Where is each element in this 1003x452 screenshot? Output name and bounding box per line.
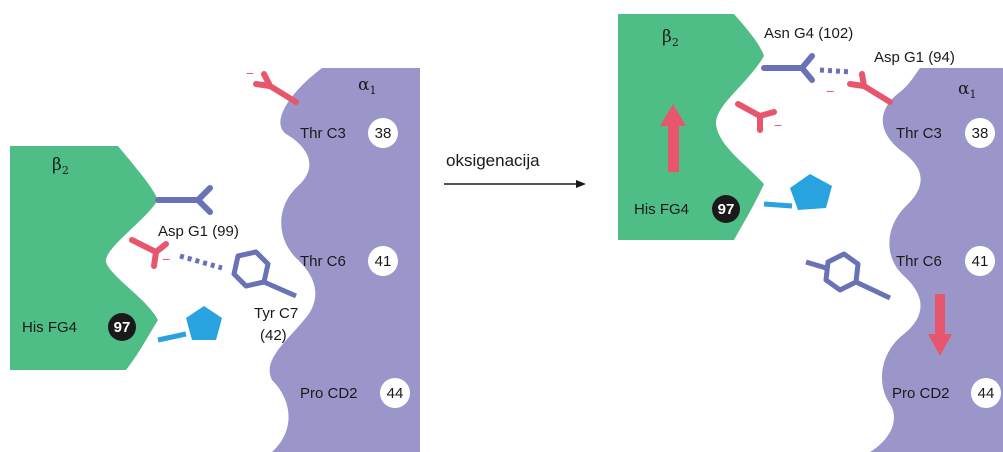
oxygenation-arrow-label: oksigenacija [446, 151, 540, 170]
left-asp-charge: − [162, 251, 170, 267]
left-tyr-label-1: Tyr C7 [254, 305, 298, 322]
left-his-label: His FG4 [22, 319, 77, 336]
left-his-number-badge [108, 313, 136, 341]
left-his-number: 97 [114, 319, 131, 336]
right-thr41-number: 41 [972, 253, 989, 270]
left-thr41-badge [368, 246, 398, 276]
right-pro44-label: Pro CD2 [892, 385, 950, 402]
left-tyr-label-2: (42) [260, 327, 287, 344]
left-tyr-ring [231, 249, 298, 299]
left-pro44-badge [380, 378, 410, 408]
right-asp-charge: − [826, 83, 834, 99]
right-his-number: 97 [718, 201, 735, 218]
right-his-number-badge [712, 195, 740, 223]
right-thr38-number: 38 [972, 125, 989, 142]
left-thr38-number: 38 [375, 125, 392, 142]
left-asp-sidechain [129, 237, 169, 269]
right-beta2-up-arrow [660, 104, 686, 172]
oxygenation-arrow-head [576, 180, 586, 188]
right-pro44-badge [971, 378, 1001, 408]
left-beta2-subunit [10, 146, 158, 370]
right-beta-charge: − [774, 117, 782, 133]
right-thr38-badge [965, 118, 995, 148]
right-his-label: His FG4 [634, 201, 689, 218]
right-thr41-label: Thr C6 [896, 253, 942, 270]
left-thr38-badge [368, 118, 398, 148]
right-alpha1-down-arrow [928, 294, 952, 356]
right-asp-label: Asp G1 (94) [874, 49, 955, 66]
left-alpha1-label: α1 [358, 75, 376, 97]
left-beta2-label: β2 [52, 155, 69, 177]
right-thr38-label: Thr C3 [896, 125, 942, 142]
left-pro44-label: Pro CD2 [300, 385, 358, 402]
right-hbond [819, 67, 853, 75]
right-beta2-subunit [618, 14, 764, 240]
left-hbond [179, 253, 223, 271]
right-his-pentagon [790, 174, 832, 210]
left-thr41-number: 41 [375, 253, 392, 270]
left-blue-sidechain [155, 185, 213, 215]
left-thr41-label: Thr C6 [300, 253, 346, 270]
right-asn-label: Asn G4 (102) [764, 25, 853, 42]
right-beta2-label: β2 [662, 27, 679, 49]
left-pro44-number: 44 [387, 385, 404, 402]
right-pro44-number: 44 [978, 385, 995, 402]
left-asp-label: Asp G1 (99) [158, 223, 239, 240]
right-alpha1-label: α1 [958, 79, 976, 101]
right-beta-red-sidechain [735, 101, 777, 133]
left-his-pentagon [186, 306, 222, 340]
left-his-linker [157, 331, 187, 343]
left-top-charge: − [246, 65, 254, 81]
right-tyr-ring [805, 251, 892, 301]
right-his-linker [763, 201, 793, 209]
left-alpha1-subunit [269, 68, 420, 452]
left-top-red-sidechain [253, 71, 299, 105]
right-thr41-badge [965, 246, 995, 276]
left-thr38-label: Thr C3 [300, 125, 346, 142]
right-asp-sidechain [847, 71, 893, 105]
right-alpha1-subunit [870, 68, 1003, 452]
right-asn-sidechain [761, 53, 815, 83]
